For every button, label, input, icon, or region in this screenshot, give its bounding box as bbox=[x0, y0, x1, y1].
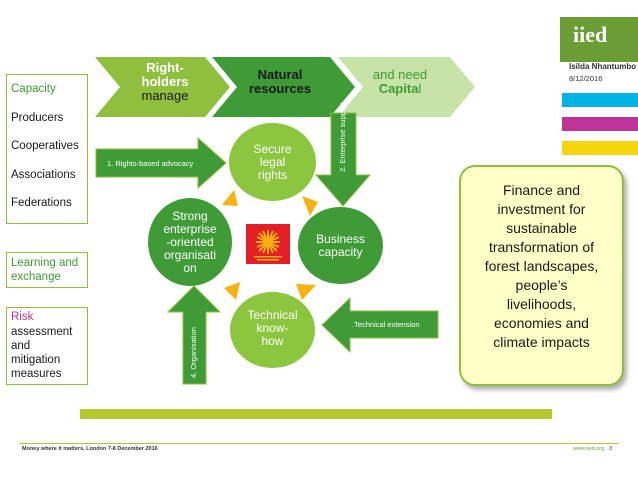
finance-line2: investment for bbox=[497, 201, 586, 217]
capacity-title: Capacity bbox=[11, 83, 56, 95]
circle-secure-line1: Secure bbox=[253, 141, 292, 156]
rights-advocacy-arrow bbox=[95, 136, 227, 190]
capacity-item-cooperatives: Cooperatives bbox=[11, 140, 79, 152]
footer-event: Money where it matters, London 7-8 Decem… bbox=[22, 446, 158, 452]
iied-logo: iied bbox=[573, 22, 608, 47]
capacity-item-associations: Associations bbox=[11, 169, 76, 181]
learning-line1: Learning and bbox=[11, 257, 79, 269]
chevron-2-line2: resources bbox=[248, 81, 312, 96]
finance-line3: sustainable bbox=[506, 220, 577, 236]
circle-business-text: Business capacity bbox=[316, 231, 365, 259]
footer-url: www.iied.org bbox=[573, 446, 605, 452]
stripe-yellow bbox=[562, 141, 638, 155]
risk-box: Risk assessment and mitigation measures bbox=[6, 307, 88, 385]
circle-technical-line3: how bbox=[261, 333, 284, 348]
central-logo bbox=[246, 224, 290, 264]
cycle-arrow-top-right bbox=[302, 196, 318, 216]
circle-secure-text: Secure legal rights bbox=[253, 141, 292, 182]
sunburst-icon bbox=[254, 230, 282, 261]
stripe-cyan bbox=[562, 93, 638, 107]
circle-strong-line2: enterprise bbox=[163, 221, 217, 236]
circle-strong-line1: Strong bbox=[172, 208, 208, 223]
circle-secure-legal-rights: Secure legal rights bbox=[229, 123, 316, 201]
capacity-item-producers: Producers bbox=[11, 112, 64, 124]
risk-line5: measures bbox=[11, 368, 62, 380]
chevron-2-line1: Natural bbox=[257, 67, 303, 82]
enterprise-support-arrow bbox=[314, 112, 372, 207]
cycle-arrow-left-top bbox=[222, 190, 238, 206]
technical-extension-arrow bbox=[321, 296, 439, 354]
chevron-natural-resources bbox=[212, 57, 355, 117]
bottom-olive-bar bbox=[80, 409, 552, 419]
capacity-item-federations: Federations bbox=[11, 197, 72, 209]
risk-line3: and bbox=[11, 340, 31, 352]
finance-line8: economies and bbox=[494, 315, 589, 331]
chevron-1-line3: manage bbox=[141, 88, 189, 103]
circle-business-capacity: Business capacity bbox=[298, 207, 383, 284]
cycle-arrow-bottom-left bbox=[224, 282, 240, 300]
chevron-3-line2: Capital bbox=[355, 81, 445, 96]
circle-strong-enterprise: Strong enterprise -oriented organisati o… bbox=[148, 198, 232, 286]
circle-technical-text: Technical know- how bbox=[247, 307, 298, 348]
chevron-3-line1: and need bbox=[372, 67, 428, 82]
chevron-graphics bbox=[95, 57, 475, 117]
chevron-1-line2: holders bbox=[141, 74, 189, 89]
chevron-3-capital-tail: l bbox=[418, 81, 422, 96]
circle-technical-know-how: Technical know- how bbox=[230, 292, 315, 368]
circle-business-line1: Business bbox=[316, 231, 365, 246]
organisation-label: 4. Organisation bbox=[189, 327, 198, 378]
finance-line5: forest landscapes, bbox=[484, 258, 599, 274]
capacity-box: Capacity Producers Cooperatives Associat… bbox=[6, 74, 88, 224]
circle-strong-line5: on bbox=[183, 260, 197, 275]
circle-strong-text: Strong enterprise -oriented organisati o… bbox=[163, 208, 217, 275]
chevron-1-line1: Right- bbox=[146, 60, 184, 75]
learning-line2: exchange bbox=[11, 271, 61, 283]
chevron-2-text: Natural resources bbox=[230, 57, 330, 117]
finance-line7: livelihoods, bbox=[506, 296, 577, 312]
chevron-3-text: and need Capital bbox=[355, 57, 445, 117]
chevron-3-capital-bold: Capita bbox=[378, 81, 419, 96]
footer-line bbox=[20, 443, 618, 444]
enterprise-support-label: 2. Enterprise support bbox=[338, 102, 347, 172]
organisation-arrow bbox=[166, 285, 222, 385]
stripe-magenta bbox=[562, 117, 638, 131]
presentation-date: 8/12/2016 bbox=[569, 74, 603, 83]
rights-advocacy-label: 1. Rights-based advocacy bbox=[107, 159, 194, 168]
author-name: Isilda Nhantumbo bbox=[569, 62, 637, 71]
chevron-capital bbox=[338, 57, 475, 117]
iied-logo-block bbox=[560, 17, 638, 62]
chevron-1-text: Right- holders manage bbox=[120, 57, 210, 117]
finance-line1: Finance and bbox=[502, 182, 581, 198]
finance-text: Finance and investment for sustainable t… bbox=[461, 167, 622, 352]
circle-business-line2: capacity bbox=[318, 244, 363, 259]
circle-secure-line3: rights bbox=[257, 167, 288, 182]
risk-line2: assessment bbox=[11, 326, 73, 338]
learning-box: Learning and exchange bbox=[6, 252, 88, 288]
circle-secure-line2: legal bbox=[259, 154, 286, 169]
cycle-arrow-right-bottom bbox=[296, 284, 316, 300]
finance-line6: people’s bbox=[515, 277, 568, 293]
chevron-right-holders bbox=[95, 57, 230, 117]
risk-line4: mitigation bbox=[11, 354, 61, 366]
circle-strong-line3: -oriented bbox=[166, 234, 214, 249]
footer-page-number: 3 bbox=[609, 446, 613, 452]
finance-box: Finance and investment for sustainable t… bbox=[459, 165, 624, 386]
technical-extension-label: .Technical extension bbox=[352, 320, 420, 329]
risk-line1: Risk bbox=[11, 311, 34, 323]
finance-line9: climate impacts bbox=[493, 334, 590, 350]
circle-strong-line4: organisati bbox=[163, 247, 217, 262]
circle-technical-line1: Technical bbox=[247, 307, 298, 322]
finance-line4: transformation of bbox=[488, 239, 595, 255]
circle-technical-line2: know- bbox=[256, 320, 289, 335]
